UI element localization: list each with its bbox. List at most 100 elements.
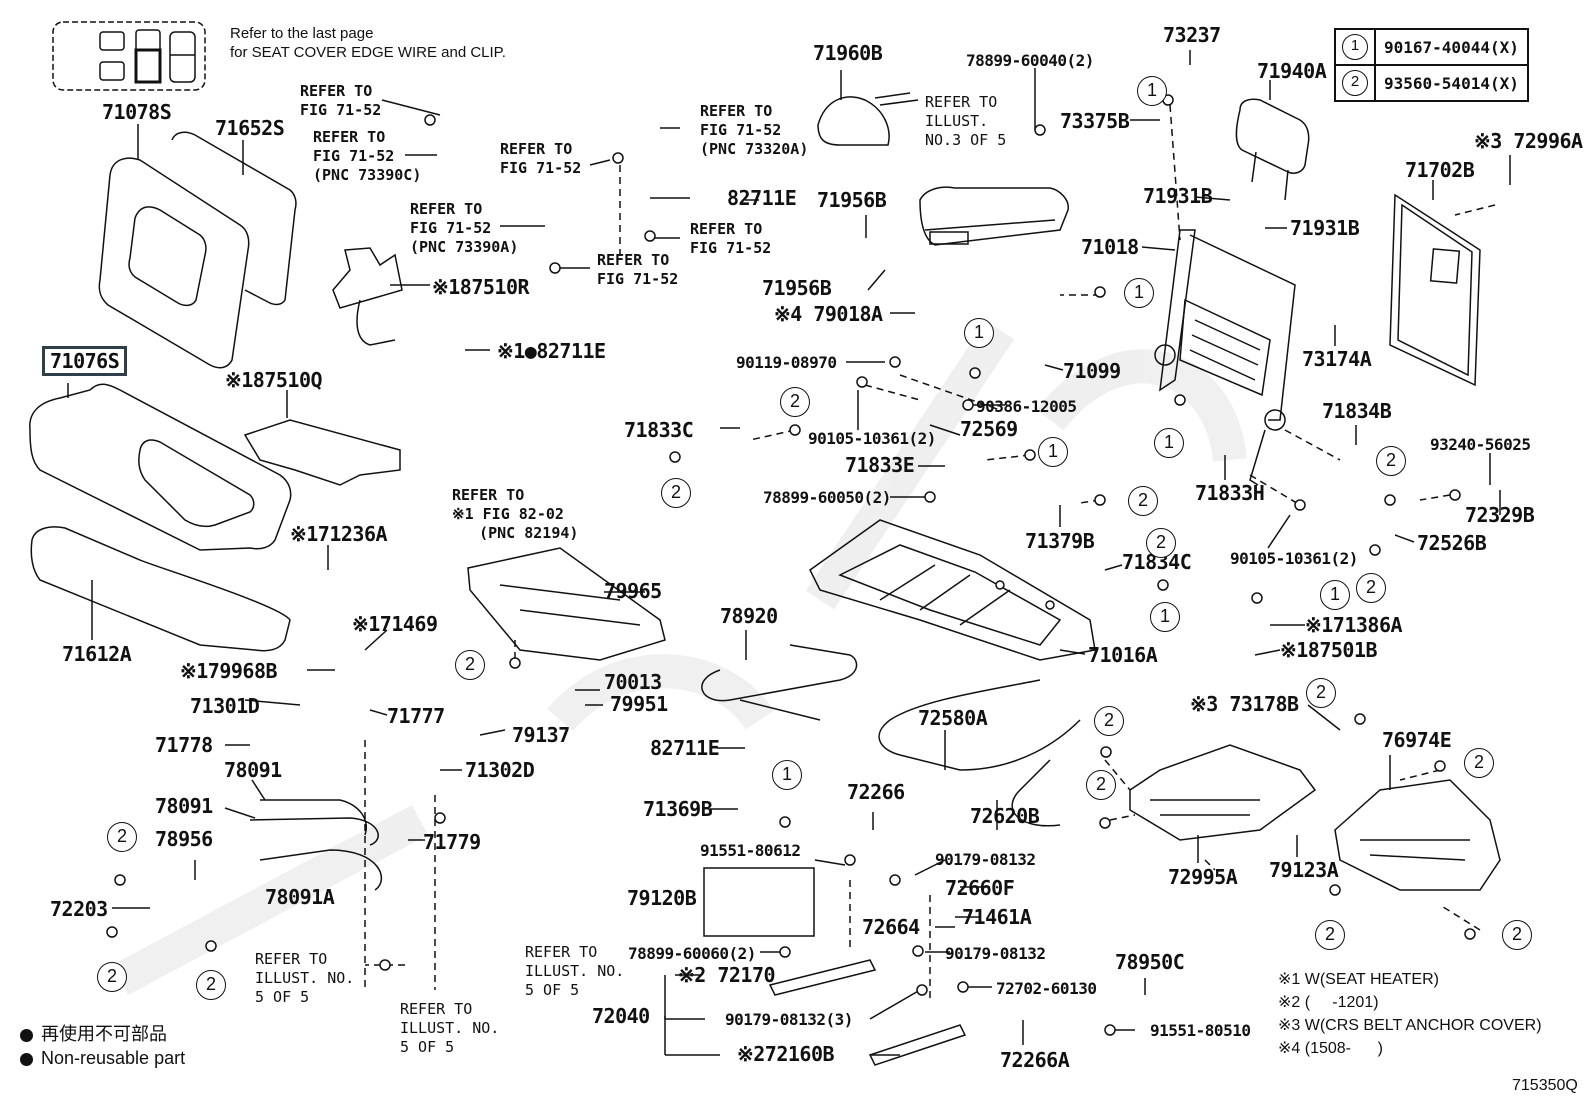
part-label[interactable]: 90179-08132(3) xyxy=(725,1010,853,1029)
part-label[interactable]: 72266 xyxy=(847,780,905,804)
part-label[interactable]: ※187501B xyxy=(1280,638,1378,662)
part-label[interactable]: 71016A xyxy=(1088,643,1158,667)
part-label[interactable]: 71777 xyxy=(387,704,445,728)
refer-note[interactable]: REFER TO FIG 71-52 xyxy=(597,251,679,288)
part-label[interactable]: 71834B xyxy=(1322,399,1392,423)
part-label[interactable]: 71834C xyxy=(1122,550,1192,574)
fastener-part-number[interactable]: 90167-40044(X) xyxy=(1374,28,1529,66)
part-label[interactable]: 72526B xyxy=(1417,531,1487,555)
part-label[interactable]: ※3 72996A xyxy=(1474,129,1583,153)
part-label[interactable]: 79965 xyxy=(604,579,662,603)
refer-note[interactable]: REFER TO FIG 71-52 (PNC 73320A) xyxy=(700,102,809,158)
refer-note[interactable]: REFER TO ILLUST. NO. 5 OF 5 xyxy=(525,943,625,999)
fastener-part-number[interactable]: 93560-54014(X) xyxy=(1374,64,1529,102)
part-label[interactable]: 71833H xyxy=(1195,481,1265,505)
refer-note[interactable]: REFER TO FIG 71-52 (PNC 73390A) xyxy=(410,200,519,256)
part-label[interactable]: 71833C xyxy=(624,418,694,442)
part-label[interactable]: 71779 xyxy=(423,830,481,854)
part-label[interactable]: 71960B xyxy=(813,41,883,65)
part-label[interactable]: 79123A xyxy=(1269,858,1339,882)
part-label[interactable]: 78091 xyxy=(155,794,213,818)
part-label[interactable]: ※3 73178B xyxy=(1190,692,1299,716)
part-label[interactable]: 93240-56025 xyxy=(1430,435,1531,454)
part-label[interactable]: 73375B xyxy=(1060,109,1130,133)
part-label[interactable]: 71612A xyxy=(62,642,132,666)
part-label[interactable]: 90105-10361(2) xyxy=(1230,549,1358,568)
part-label[interactable]: 72329B xyxy=(1465,503,1535,527)
refer-note[interactable]: REFER TO ILLUST. NO. 5 OF 5 xyxy=(255,950,355,1006)
part-label[interactable]: 78091 xyxy=(224,758,282,782)
part-label[interactable]: 72040 xyxy=(592,1004,650,1028)
part-label[interactable]: 78899-60050(2) xyxy=(763,488,891,507)
part-label[interactable]: 73174A xyxy=(1302,347,1372,371)
part-label[interactable]: ※1●82711E xyxy=(497,339,606,363)
refer-note[interactable]: REFER TO ※1 FIG 82-02 (PNC 82194) xyxy=(452,486,579,542)
part-label[interactable]: 78899-60060(2) xyxy=(628,944,756,963)
part-label[interactable]: 71652S xyxy=(215,116,285,140)
part-label[interactable]: 72664 xyxy=(862,915,920,939)
part-label[interactable]: 71302D xyxy=(465,758,535,782)
part-label[interactable]: 90179-08132 xyxy=(945,944,1046,963)
part-label[interactable]: 71778 xyxy=(155,733,213,757)
part-label[interactable]: 71369B xyxy=(643,797,713,821)
refer-note[interactable]: REFER TO ILLUST. NO. 5 OF 5 xyxy=(400,1000,500,1056)
part-label[interactable]: 79951 xyxy=(610,692,668,716)
part-label[interactable]: 78091A xyxy=(265,885,335,909)
part-label[interactable]: ※171236A xyxy=(290,522,388,546)
fastener-callout: 2 xyxy=(196,970,226,1000)
part-label[interactable]: 72620B xyxy=(970,804,1040,828)
fastener-callout: 2 xyxy=(1502,920,1532,950)
part-label[interactable]: 91551-80510 xyxy=(1150,1021,1251,1040)
part-label[interactable]: 71956B xyxy=(817,188,887,212)
part-label[interactable]: ※4 79018A xyxy=(774,302,883,326)
part-label[interactable]: 71461A xyxy=(962,905,1032,929)
part-label[interactable]: 78920 xyxy=(720,604,778,628)
part-label[interactable]: ※179968B xyxy=(180,659,278,683)
part-label[interactable]: 71099 xyxy=(1063,359,1121,383)
refer-note[interactable]: REFER TO FIG 71-52 xyxy=(690,220,772,257)
part-label[interactable]: ※187510R xyxy=(432,275,530,299)
part-label[interactable]: 70013 xyxy=(604,670,662,694)
part-label[interactable]: 72203 xyxy=(50,897,108,921)
part-label[interactable]: ※187510Q xyxy=(225,368,323,392)
part-label[interactable]: ※171386A xyxy=(1305,613,1403,637)
part-label[interactable]: 72995A xyxy=(1168,865,1238,889)
part-label[interactable]: ※2 72170 xyxy=(678,963,776,987)
part-label[interactable]: 78950C xyxy=(1115,950,1185,974)
part-label[interactable]: 90386-12005 xyxy=(976,397,1077,416)
part-label[interactable]: 71956B xyxy=(762,276,832,300)
refer-note[interactable]: REFER TO ILLUST. NO.3 OF 5 xyxy=(925,93,1007,149)
part-label[interactable]: 72266A xyxy=(1000,1048,1070,1072)
part-label[interactable]: 91551-80612 xyxy=(700,841,801,860)
highlighted-part-label[interactable]: 71076S xyxy=(42,346,128,376)
refer-note[interactable]: REFER TO FIG 71-52 (PNC 73390C) xyxy=(313,128,422,184)
part-label[interactable]: 76974E xyxy=(1382,728,1452,752)
part-label[interactable]: 79120B xyxy=(627,886,697,910)
part-label[interactable]: 78956 xyxy=(155,827,213,851)
part-label[interactable]: 72660F xyxy=(945,876,1015,900)
part-label[interactable]: 72569 xyxy=(960,417,1018,441)
part-label[interactable]: 71833E xyxy=(845,453,915,477)
part-label[interactable]: 78899-60040(2) xyxy=(966,51,1094,70)
part-label[interactable]: 82711E xyxy=(650,736,720,760)
refer-note[interactable]: REFER TO FIG 71-52 xyxy=(500,140,582,177)
part-label[interactable]: 71018 xyxy=(1081,235,1139,259)
part-label[interactable]: 72580A xyxy=(918,706,988,730)
part-label[interactable]: 73237 xyxy=(1163,23,1221,47)
part-label[interactable]: 72702-60130 xyxy=(996,979,1097,998)
part-label[interactable]: 90179-08132 xyxy=(935,850,1036,869)
part-label[interactable]: 71931B xyxy=(1143,184,1213,208)
part-label[interactable]: 71301D xyxy=(190,694,260,718)
part-label[interactable]: 71379B xyxy=(1025,529,1095,553)
part-label[interactable]: 71931B xyxy=(1290,216,1360,240)
part-label[interactable]: 90119-08970 xyxy=(736,353,837,372)
part-label[interactable]: 71078S xyxy=(102,100,172,124)
refer-note[interactable]: REFER TO FIG 71-52 xyxy=(300,82,382,119)
part-label[interactable]: 90105-10361(2) xyxy=(808,429,936,448)
part-label[interactable]: 82711E xyxy=(727,186,797,210)
part-label[interactable]: 71940A xyxy=(1257,59,1327,83)
part-label[interactable]: ※171469 xyxy=(352,612,438,636)
part-label[interactable]: 79137 xyxy=(512,723,570,747)
part-label[interactable]: 71702B xyxy=(1405,158,1475,182)
part-label[interactable]: ※272160B xyxy=(737,1042,835,1066)
